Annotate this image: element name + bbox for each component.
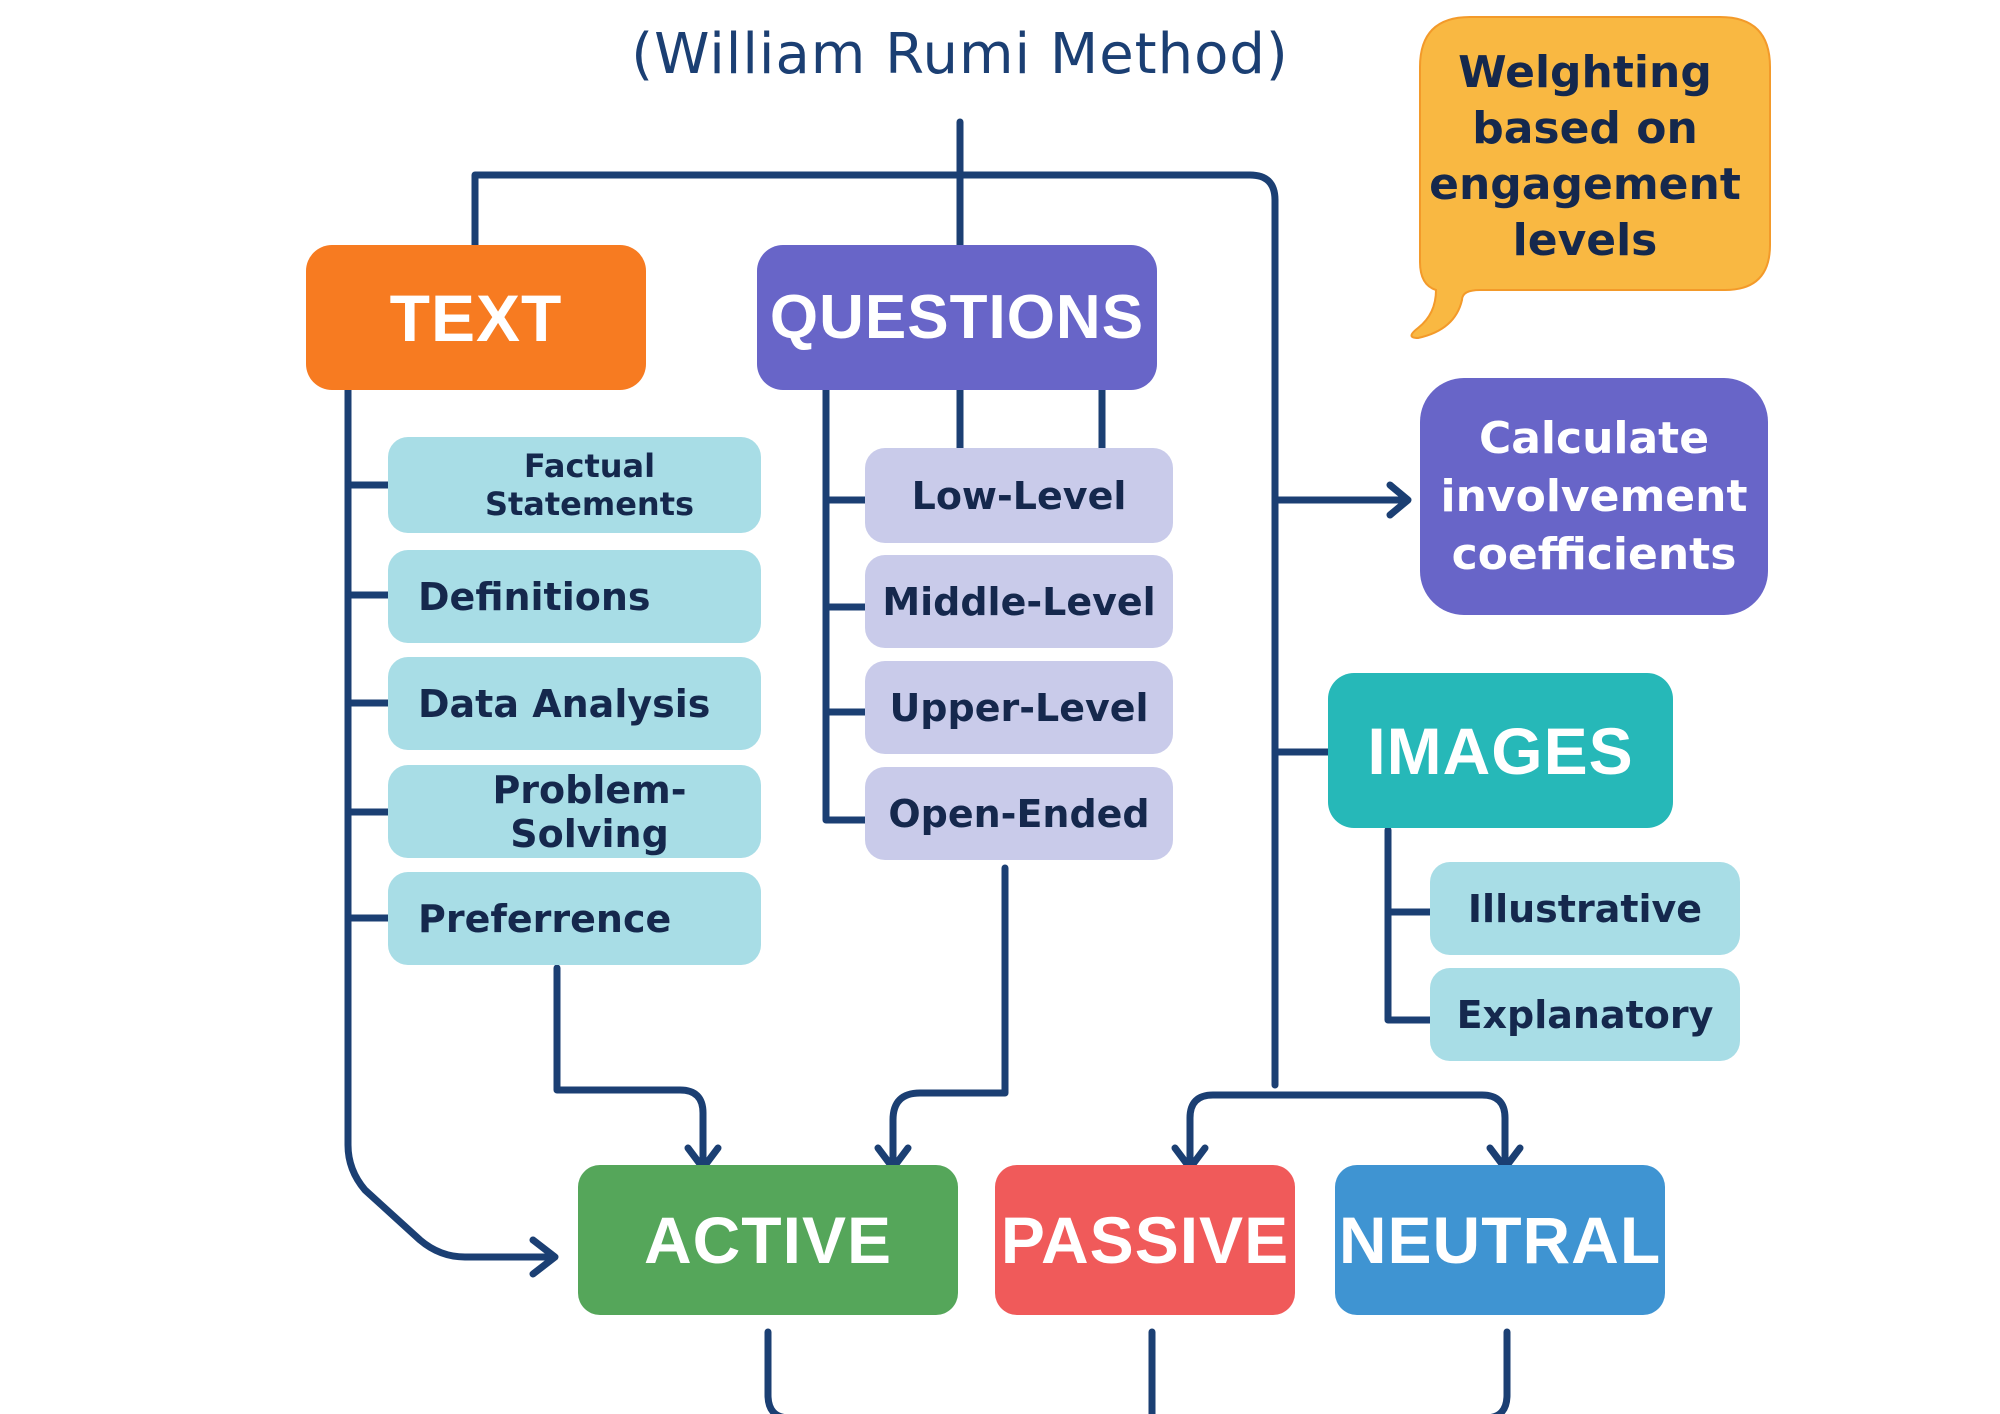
connector-top-bus: [471, 171, 1279, 1089]
connector-images-branches: [1384, 826, 1434, 1024]
category-questions[interactable]: QUESTIONS: [757, 245, 1157, 390]
image-item-explanatory[interactable]: Explanatory: [1430, 968, 1740, 1061]
arrowhead-calc: [1386, 481, 1412, 519]
connector-bottom-bus: [764, 1328, 1511, 1414]
connector-text-branches: [344, 481, 392, 922]
question-item-upper-level[interactable]: Upper-Level: [865, 661, 1173, 754]
calculate-coefficients-box[interactable]: Calculate involvement coefficients: [1420, 378, 1768, 615]
outcome-active[interactable]: ACTIVE: [578, 1165, 958, 1315]
text-item-problem-solving[interactable]: Problem-Solving: [388, 765, 761, 858]
connector-passive-neutral: [1186, 1091, 1509, 1164]
question-item-low-level[interactable]: Low-Level: [865, 448, 1173, 543]
weighting-line: based on: [1472, 103, 1698, 154]
category-images[interactable]: IMAGES: [1328, 673, 1673, 828]
weighting-line: levels: [1512, 215, 1658, 266]
connector-questions-trunk: [822, 386, 869, 824]
connector-text-trunk: [344, 386, 552, 1261]
connector-preference-active: [553, 964, 707, 1164]
text-item-preferrence[interactable]: Preferrence: [388, 872, 761, 965]
category-text[interactable]: TEXT: [306, 245, 646, 390]
calculate-line: involvement: [1440, 470, 1748, 522]
question-item-open-ended[interactable]: Open-Ended: [865, 767, 1173, 860]
speech-bubble-shape: [1410, 16, 1771, 340]
calculate-line: coefficients: [1451, 528, 1737, 580]
weighting-line: Welghting: [1458, 47, 1712, 98]
connector-openended-active: [889, 864, 1009, 1164]
text-item-data-analysis[interactable]: Data Analysis: [388, 657, 761, 750]
weighting-line: engagement: [1429, 159, 1741, 210]
question-item-middle-level[interactable]: Middle-Level: [865, 555, 1173, 648]
text-item-factual-statements[interactable]: Factual Statements: [388, 437, 761, 533]
calculate-line: Calculate: [1478, 412, 1710, 464]
arrowhead-text-active: [529, 1236, 559, 1278]
weighting-callout: Welghting based on engagement levels: [1420, 45, 1750, 269]
outcome-neutral[interactable]: NEUTRAL: [1335, 1165, 1665, 1315]
diagram-title: (William Rumi Method): [631, 22, 1289, 87]
text-item-definitions[interactable]: Definitions: [388, 550, 761, 643]
image-item-illustrative[interactable]: Illustrative: [1430, 862, 1740, 955]
connector-questions-stubs: [956, 386, 1106, 452]
outcome-passive[interactable]: PASSIVE: [995, 1165, 1295, 1315]
